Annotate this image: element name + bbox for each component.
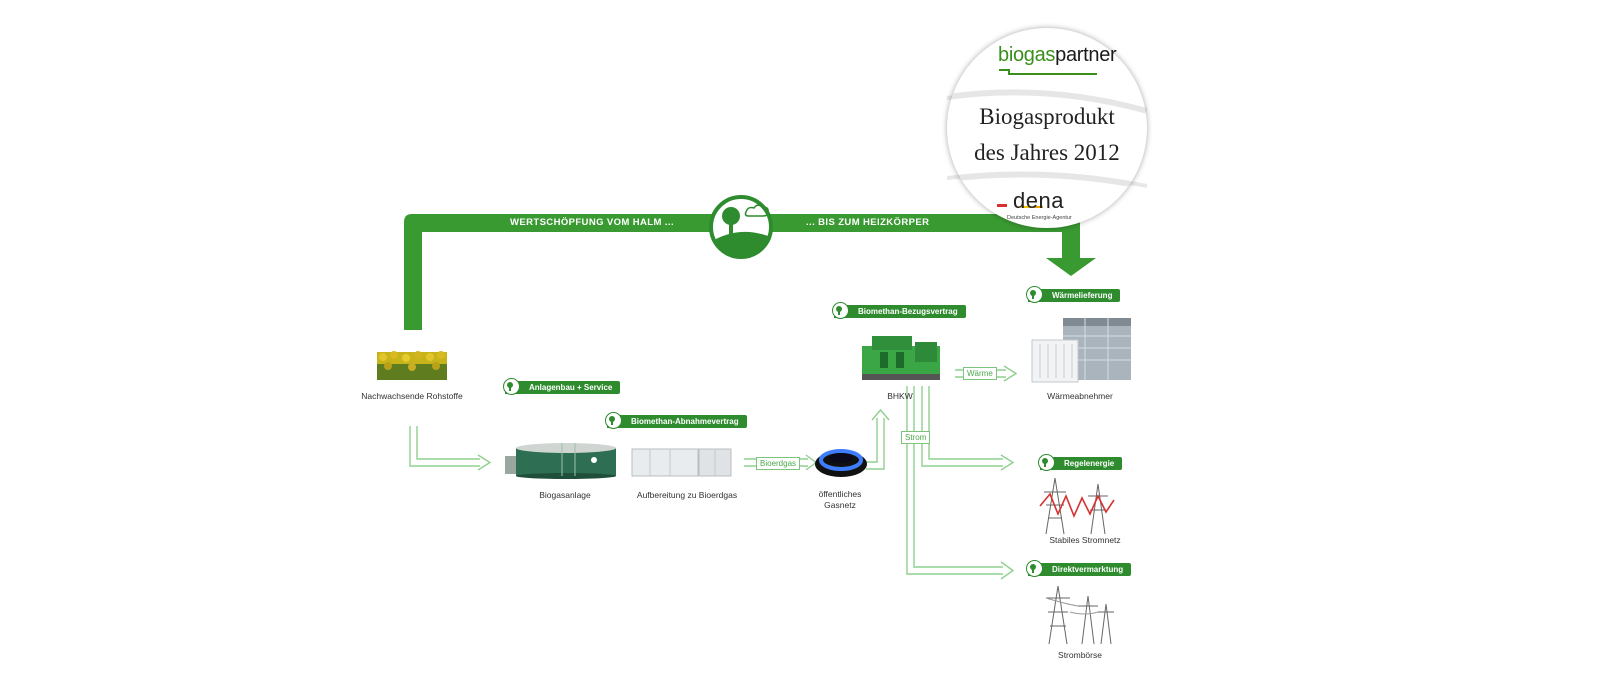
caption-aufbereitung: Aufbereitung zu Bioerdgas — [636, 490, 738, 500]
caption-rohstoffe: Nachwachsende Rohstoffe — [361, 391, 463, 401]
flow-label-waerme: Wärme — [963, 367, 997, 380]
leaf-icon — [503, 378, 520, 395]
leaf-icon — [1038, 454, 1055, 471]
band-text-right: ... BIS ZUM HEIZKÖRPER — [806, 217, 930, 228]
biogas-tank-icon — [505, 443, 616, 479]
badge-bezugsvertrag: Biomethan-Bezugsvertrag — [832, 302, 966, 319]
caption-biogasanlage: Biogasanlage — [539, 490, 591, 500]
award-seal — [947, 28, 1147, 228]
flow-label-strom: Strom — [901, 431, 931, 444]
container-icon — [631, 448, 732, 477]
caption-stromboerse: Strombörse — [1058, 650, 1102, 660]
leaf-icon — [1026, 286, 1043, 303]
seal-title-line1: Biogasprodukt — [979, 104, 1115, 129]
caption-bhkw: BHKW — [887, 391, 913, 401]
badge-anlagenbau: Anlagenbau + Service — [503, 378, 621, 395]
leaf-icon — [1026, 560, 1043, 577]
dena-logo: dena — [1013, 188, 1064, 213]
dena-subtitle: Deutsche Energie-Agentur — [1007, 215, 1072, 221]
badge-regelenergie: Regelenergie — [1038, 454, 1123, 471]
badge-waermelieferung: Wärmelieferung — [1026, 286, 1121, 303]
gas-flame-icon — [815, 449, 867, 477]
chp-engine-icon — [862, 336, 940, 380]
power-pylon-icon — [1045, 585, 1114, 645]
seal-title-line2: des Jahres 2012 — [974, 140, 1120, 165]
flow-label-bioerdgas: Bioerdgas — [756, 457, 801, 470]
down-arrow — [1046, 232, 1096, 276]
caption-stromnetz: Stabiles Stromnetz — [1049, 535, 1121, 545]
power-pylon-icon — [1039, 477, 1115, 535]
badge-direktvermarktung: Direktvermarktung — [1026, 560, 1132, 577]
band-text-left: WERTSCHÖPFUNG VOM HALM ... — [510, 217, 674, 228]
leaf-icon — [605, 412, 622, 429]
caption-waermeabnehmer: Wärmeabnehmer — [1047, 391, 1113, 401]
crop-field-icon — [377, 351, 447, 380]
tree-cloud-icon — [709, 195, 773, 259]
biogaspartner-logo: biogaspartner — [998, 44, 1117, 66]
leaf-icon — [832, 302, 849, 319]
building-icon — [1031, 318, 1131, 383]
badge-abnahmevertrag: Biomethan-Abnahmevertrag — [605, 412, 747, 429]
